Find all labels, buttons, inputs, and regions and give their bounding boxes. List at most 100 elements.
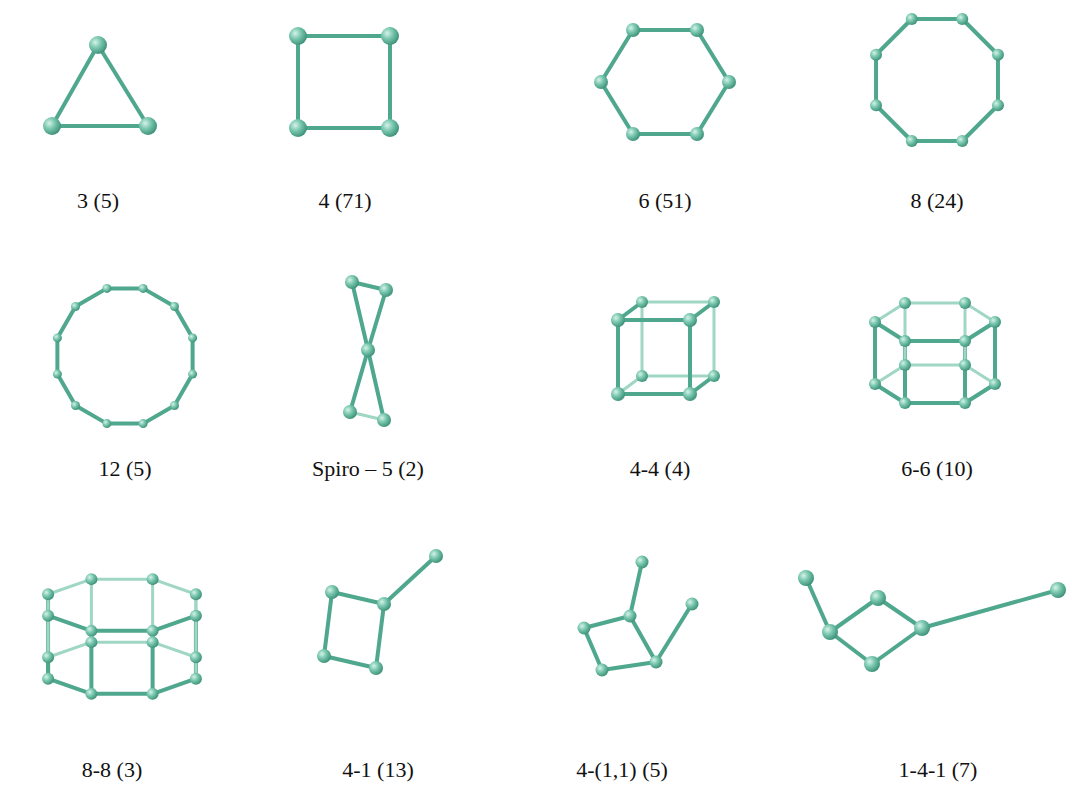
atom-ball xyxy=(188,370,197,379)
bond-line xyxy=(91,578,152,581)
bond-line xyxy=(388,36,392,128)
structure-label: 1-4-1 (7) xyxy=(899,757,978,783)
bond-line xyxy=(996,55,1000,106)
atom-ball xyxy=(596,664,609,677)
atom-ball xyxy=(170,401,179,410)
bond-line xyxy=(905,363,965,366)
bond-line xyxy=(602,662,656,670)
bond-line xyxy=(298,34,390,38)
bond-line xyxy=(57,307,75,338)
bond-line xyxy=(905,401,965,405)
atom-ball xyxy=(869,316,881,328)
bond-line xyxy=(905,339,965,343)
atom-ball xyxy=(690,23,704,37)
atom-ball xyxy=(139,419,148,428)
bond-line xyxy=(904,303,907,365)
atom-ball xyxy=(71,401,80,410)
structure-label: Spiro – 5 (2) xyxy=(312,456,424,482)
bond-line xyxy=(876,19,912,55)
bond-line xyxy=(57,374,75,405)
structure-label: 8-8 (3) xyxy=(82,757,142,783)
bond-line xyxy=(616,320,620,394)
atom-ball xyxy=(85,688,97,700)
bond-line xyxy=(601,30,633,82)
bond-line xyxy=(107,286,143,290)
atom-ball xyxy=(42,673,54,685)
atom-ball xyxy=(683,313,697,327)
bond-line xyxy=(912,17,963,21)
bond-line xyxy=(964,303,967,365)
atom-ball xyxy=(683,387,697,401)
atom-ball xyxy=(722,75,736,89)
atom-ball xyxy=(870,49,882,61)
atom-ball xyxy=(42,610,54,622)
bond-line xyxy=(47,594,50,657)
structure-label: 4-1 (13) xyxy=(342,757,413,783)
atom-ball xyxy=(381,27,399,45)
bond-line xyxy=(873,322,877,384)
atom-ball xyxy=(190,651,202,663)
bond-line xyxy=(91,629,152,633)
atom-ball xyxy=(959,397,971,409)
bond-line xyxy=(806,578,830,632)
atom-ball xyxy=(170,302,179,311)
bond-line xyxy=(912,139,963,143)
atom-ball xyxy=(906,13,918,25)
atom-ball xyxy=(594,75,608,89)
bond-line xyxy=(153,642,196,657)
atom-ball xyxy=(899,359,911,371)
atom-ball xyxy=(822,624,838,640)
atom-ball xyxy=(377,413,391,427)
bond-line xyxy=(153,679,196,694)
atom-ball xyxy=(147,625,159,637)
bond-line xyxy=(91,692,152,696)
atom-ball xyxy=(147,636,159,648)
bond-line xyxy=(697,82,729,134)
bond-line xyxy=(630,562,642,616)
atom-ball xyxy=(89,36,107,54)
bond-line xyxy=(174,374,192,405)
atom-ball xyxy=(53,333,62,342)
bond-line xyxy=(922,590,1058,628)
atom-ball xyxy=(147,688,159,700)
atom-ball xyxy=(611,387,625,401)
structure-label: 6-6 (10) xyxy=(901,456,972,482)
atom-ball xyxy=(870,590,886,606)
bond-line xyxy=(194,594,197,657)
atom-ball xyxy=(959,335,971,347)
atom-ball xyxy=(381,119,399,137)
structure-label: 8 (24) xyxy=(910,188,963,214)
atom-ball xyxy=(102,284,111,293)
structure-label: 4 (71) xyxy=(318,188,371,214)
bond-line xyxy=(384,556,436,604)
bond-line xyxy=(993,322,997,384)
bond-line xyxy=(697,30,729,82)
atom-ball xyxy=(914,620,930,636)
bond-line xyxy=(191,338,195,374)
atom-ball xyxy=(53,370,62,379)
atom-ball xyxy=(959,359,971,371)
bond-line xyxy=(688,320,692,394)
bond-line xyxy=(874,55,878,106)
atom-ball xyxy=(611,313,625,327)
atom-ball xyxy=(190,673,202,685)
bond-line xyxy=(376,604,384,668)
bond-line xyxy=(52,45,98,126)
bond-line xyxy=(98,45,148,126)
atom-ball xyxy=(71,302,80,311)
bond-line xyxy=(618,392,690,396)
bond-line xyxy=(324,592,332,656)
bond-line xyxy=(48,642,91,657)
bond-line xyxy=(962,19,998,55)
atom-ball xyxy=(369,661,383,675)
bond-line xyxy=(962,105,998,141)
atom-ball xyxy=(139,284,148,293)
atom-ball xyxy=(956,13,968,25)
bond-line xyxy=(633,132,697,136)
atom-ball xyxy=(626,23,640,37)
atom-ball xyxy=(429,549,443,563)
bond-line xyxy=(352,282,368,350)
bond-line xyxy=(143,405,174,423)
